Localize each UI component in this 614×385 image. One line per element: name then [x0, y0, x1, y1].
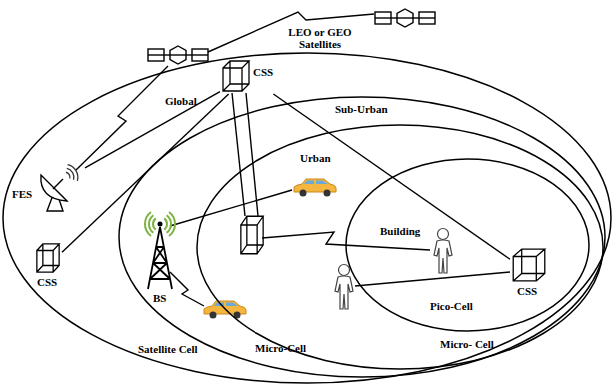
bs-node: BS — [138, 203, 182, 306]
cell-label: Sub-Urban — [335, 103, 388, 115]
cube-icon — [512, 248, 546, 282]
cell-label: Building — [380, 225, 420, 237]
cell-label: Micro- Cell — [440, 338, 494, 350]
suburban-cell: Sub-UrbanMicro-Cell UrbanMicro- Cell Build… — [118, 96, 606, 378]
node-label: FES — [12, 188, 32, 200]
car — [294, 179, 336, 197]
cell-outline — [118, 96, 606, 378]
network-link — [273, 94, 510, 259]
switch-cube — [241, 216, 263, 254]
satellite-link — [208, 12, 374, 52]
fes-node: FES — [10, 163, 85, 215]
person — [335, 265, 353, 310]
css-node: CSS — [34, 241, 62, 290]
dish-icon — [35, 165, 83, 213]
node-label: BS — [153, 292, 166, 304]
cell-outline — [196, 124, 604, 370]
person — [434, 229, 452, 274]
cell-label: Urban — [300, 152, 331, 164]
cube-icon — [36, 243, 60, 273]
urban-cell: UrbanMicro- Cell BuildingPico-Cell CSS — [196, 124, 604, 370]
cell-label: Pico-Cell — [430, 300, 473, 312]
radio-link — [170, 190, 292, 226]
cell-label: Satellite Cell — [138, 343, 198, 355]
node-label: CSS — [253, 66, 273, 78]
global-cell: GlobalSatellite CellSub-UrbanMicro-CellU… — [2, 52, 612, 384]
cube-icon — [222, 60, 250, 92]
radio-link — [355, 272, 510, 286]
satellite — [148, 46, 208, 64]
tower-icon — [140, 205, 180, 290]
satellite — [375, 9, 435, 27]
pico-cell: BuildingPico-Cell CSS — [345, 158, 590, 332]
radio-link — [170, 272, 204, 306]
css-node: CSS — [510, 246, 548, 299]
feeder-link — [76, 66, 168, 170]
cell-outline — [2, 52, 612, 384]
cell-label: Global — [165, 95, 197, 107]
backhaul-line — [232, 93, 245, 216]
network-link — [85, 92, 220, 168]
satellite-label: LEO or GEO Satellites — [282, 26, 358, 50]
css-node: CSS — [220, 58, 275, 94]
cell-label: Micro-Cell — [255, 342, 306, 354]
node-label: CSS — [517, 285, 537, 297]
node-label: CSS — [37, 276, 57, 288]
